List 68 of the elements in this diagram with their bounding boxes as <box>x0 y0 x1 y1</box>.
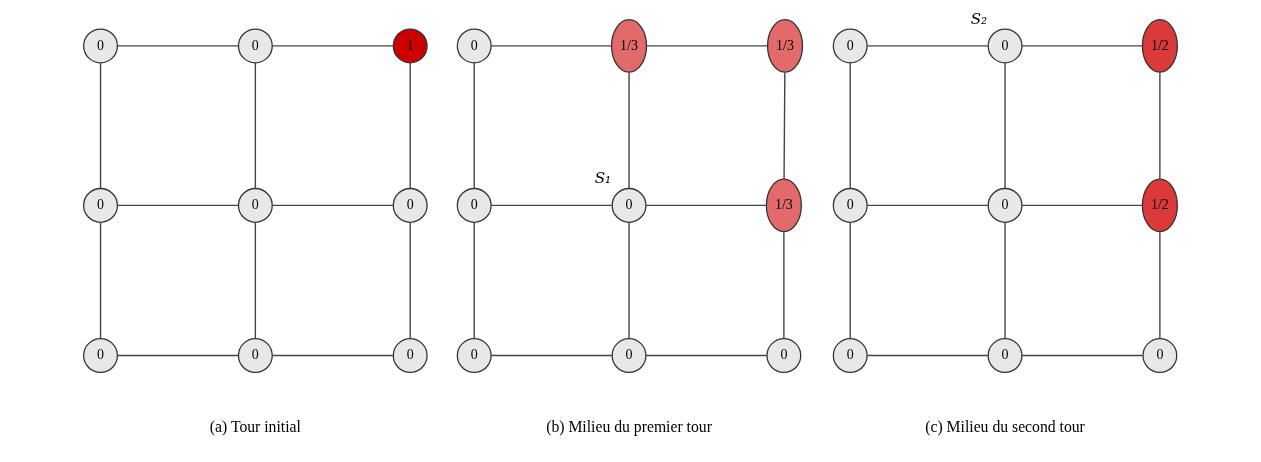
node-circle: 0 <box>987 338 1023 374</box>
node-label: S₂ <box>970 9 988 28</box>
connector <box>866 204 989 207</box>
node-circle: 0 <box>83 338 119 374</box>
node-circle: 0 <box>456 187 492 223</box>
connector <box>116 204 239 207</box>
connector <box>271 354 394 357</box>
connector <box>866 45 989 47</box>
connector <box>254 221 257 339</box>
connector <box>1159 230 1161 340</box>
connector <box>116 354 239 357</box>
connector <box>271 45 394 47</box>
connector <box>628 71 630 189</box>
connector <box>116 45 239 47</box>
connector <box>409 62 411 189</box>
connector <box>866 354 989 357</box>
connector <box>1004 62 1006 189</box>
node-circle: 0 <box>83 187 119 223</box>
node-circle: 1 <box>392 28 428 64</box>
node-ellipse: 1/3 <box>610 19 648 73</box>
connector <box>99 221 102 339</box>
node-circle: 0 <box>832 187 868 223</box>
node-circle: 0 <box>987 28 1023 64</box>
connector <box>473 221 475 339</box>
connector <box>1159 71 1161 180</box>
connector <box>783 230 785 340</box>
connector <box>271 204 394 207</box>
node-ellipse: 1/2 <box>1141 19 1178 73</box>
node-circle: 0 <box>237 187 273 223</box>
connector <box>254 62 257 189</box>
connector <box>473 62 475 189</box>
connector <box>783 71 786 180</box>
node-circle: 0 <box>766 338 802 374</box>
connector <box>628 221 630 339</box>
node-ellipse: 1/2 <box>1141 178 1178 233</box>
node-circle: 0 <box>611 187 647 223</box>
node-circle: 0 <box>392 338 428 374</box>
node-circle: 0 <box>611 338 647 374</box>
connector <box>99 62 102 189</box>
connector <box>645 204 767 207</box>
node-circle: 0 <box>987 187 1023 223</box>
node-circle: 0 <box>456 338 492 374</box>
node-label: S₁ <box>594 169 612 188</box>
label: (a) Tour initial <box>209 418 301 436</box>
connector <box>1021 204 1143 207</box>
node-circle: 0 <box>392 187 428 223</box>
connector <box>409 221 411 339</box>
node-circle: 0 <box>832 338 868 374</box>
node-circle: 0 <box>237 338 273 374</box>
node-circle: 0 <box>237 28 273 64</box>
label: (c) Milieu du second tour <box>925 418 1085 436</box>
connector <box>645 354 768 357</box>
node-circle: 0 <box>456 28 492 64</box>
connector <box>646 45 768 47</box>
node-circle: 0 <box>832 28 868 64</box>
connector <box>849 62 851 189</box>
connector <box>490 45 612 47</box>
connector <box>490 354 613 357</box>
connector <box>1004 221 1006 339</box>
connector <box>1021 45 1143 47</box>
connector <box>490 204 613 207</box>
node-ellipse: 1/3 <box>766 19 804 73</box>
label: (b) Milieu du premier tour <box>546 418 712 436</box>
node-ellipse: 1/3 <box>765 178 802 233</box>
connector <box>1021 354 1144 357</box>
node-circle: 0 <box>83 28 119 64</box>
connector <box>849 221 851 339</box>
node-circle: 0 <box>1142 338 1178 374</box>
